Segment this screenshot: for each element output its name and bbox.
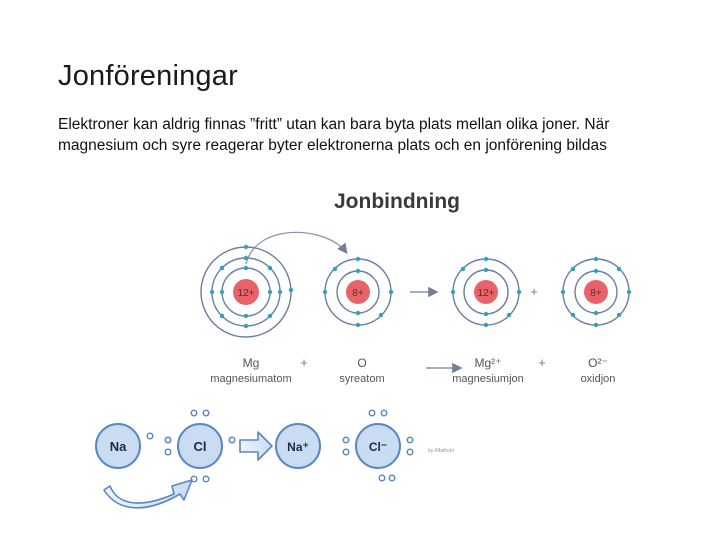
cl-ion-label: Cl⁻ [369,440,387,454]
cl-atom: Cl [164,409,236,483]
mg-symbol: Mg [243,356,260,370]
na-atom: Na [95,423,154,469]
ion-bonding-diagram: Jonbindning 12+ 8+ [200,190,632,385]
mg-ion-symbol: Mg²⁺ [475,356,502,370]
image-credit: by Alfathobi [428,448,454,454]
mg-ion-name: magnesiumjon [452,373,524,385]
o-name: syreatom [339,373,384,385]
reaction-arrow-blue [239,431,273,461]
o-ion-symbol: O²⁻ [588,356,608,370]
nacl-diagram: Na Cl Na⁺ Cl⁻ by Alfathobi [95,409,454,509]
mg-ion: 12+ [450,256,522,328]
mg-name: magnesiumatom [210,373,291,385]
na-label: Na [110,439,127,454]
electron-transfer-arrow [245,231,348,265]
cl-ion: Cl⁻ [342,409,414,482]
mg-nucleus-label: 12+ [238,288,255,299]
o-nucleus-label: 8+ [352,288,364,299]
na-ion-label: Na⁺ [287,440,309,454]
na-ion: Na⁺ [275,423,321,469]
electron-transfer-arrow-blue [103,479,193,509]
diagram-heading: Jonbindning [334,190,460,213]
mg-ion-nucleus-label: 12+ [478,288,495,299]
mg-atom: 12+ [200,244,294,338]
o-ion: 8+ [560,256,632,328]
slide-title: Jonföreningar [58,60,238,92]
o-symbol: O [357,356,366,370]
o-ion-nucleus-label: 8+ [590,288,602,299]
plus-sign-3: + [538,355,546,370]
o-ion-name: oxidjon [581,373,616,385]
o-atom: 8+ [322,256,394,328]
cl-label: Cl [194,439,207,454]
plus-sign: + [530,284,538,299]
plus-sign-2: + [300,355,308,370]
slide-body-text: Elektroner kan aldrig finnas ”fritt” uta… [58,116,610,154]
